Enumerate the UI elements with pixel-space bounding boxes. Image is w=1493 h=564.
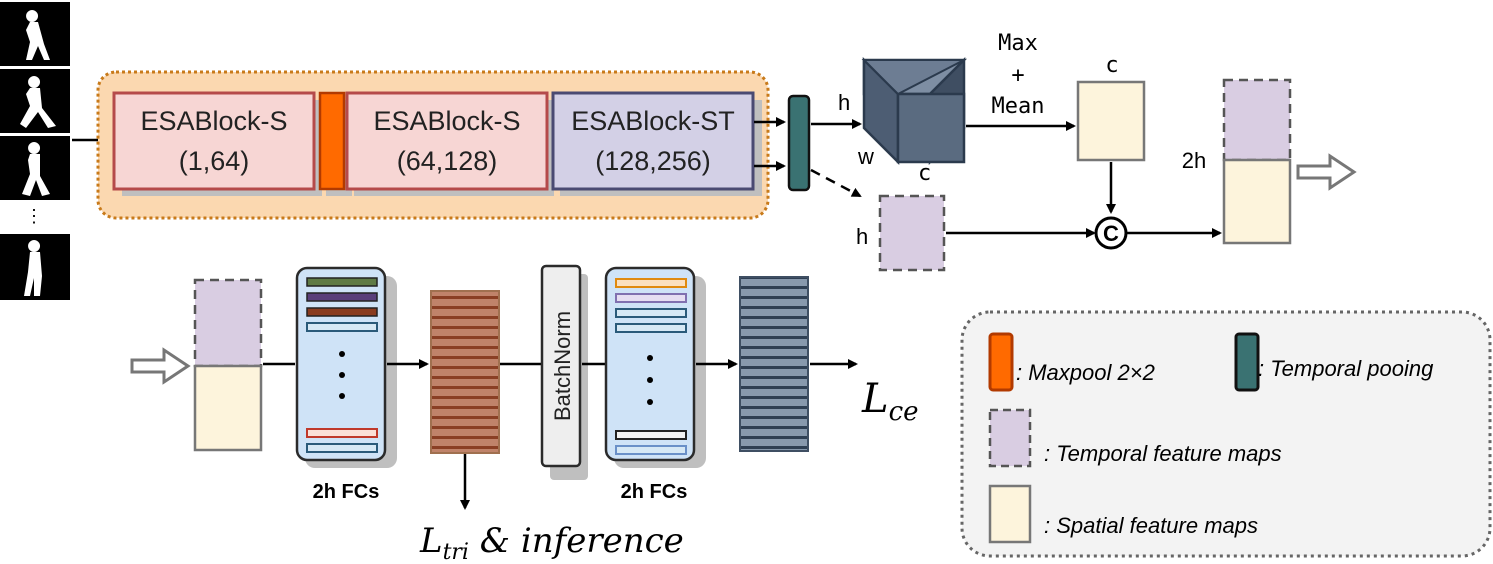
embedding-feature-brown (430, 290, 500, 454)
legend-maxpool-text: : Maxpool 2×2 (1016, 360, 1155, 385)
label-c: c (918, 161, 931, 186)
label-w: w (857, 144, 874, 169)
esablock-st: ESABlock-ST (128,256) (551, 91, 755, 191)
block-name: ESABlock-ST (571, 106, 735, 136)
dashed-arrow (810, 168, 862, 198)
label-h: h (838, 90, 850, 115)
block-channels: (1,64) (179, 146, 250, 176)
temporal-feature-map (878, 194, 946, 272)
temporal-feature-map (193, 278, 263, 368)
pool-label-max: Max (998, 31, 1038, 56)
hollow-arrow-icon (1296, 153, 1357, 191)
legend-spatial-maps-swatch (988, 484, 1032, 544)
pool-label-mean: Mean (992, 94, 1045, 119)
label-c-spatial: c (1105, 53, 1118, 78)
block-channels: (128,256) (595, 146, 711, 176)
fc-panel-2 (604, 266, 706, 468)
temporal-feature-map (1222, 78, 1292, 162)
legend-temporal-maps-text: : Temporal feature maps (1044, 441, 1282, 466)
silhouette-frame-icon (0, 136, 70, 200)
maxpool-block (318, 91, 346, 191)
block-channels: (64,128) (397, 146, 498, 176)
ellipsis-vertical: ⋮ (25, 206, 43, 226)
spatial-feature-map (1076, 80, 1146, 162)
label-h-temporal: h (856, 224, 868, 249)
feature-cube (861, 56, 968, 166)
hollow-arrow-icon (130, 347, 191, 385)
input-silhouette-frames: ⋮ (0, 2, 70, 300)
spatial-feature-map (193, 364, 263, 452)
fc-label-2: 2h FCs (621, 481, 688, 503)
esablock-s-2: ESABlock-S (64,128) (345, 91, 549, 191)
label-2h: 2h (1182, 148, 1206, 173)
concat-symbol (1094, 216, 1128, 250)
batchnorm-block (540, 264, 582, 468)
loss-tri-label: Ltri & inference (419, 521, 684, 564)
silhouette-frame-icon (0, 2, 70, 66)
logits-feature-gray (739, 276, 809, 452)
legend-temporal-pooling-text: : Temporal pooing (1258, 356, 1434, 381)
legend-temporal-maps-swatch (988, 408, 1032, 468)
concat-label: C (1103, 221, 1119, 246)
batchnorm-label: BatchNorm (550, 311, 575, 421)
legend-maxpool-swatch (988, 332, 1014, 392)
legend-spatial-maps-text: : Spatial feature maps (1044, 513, 1258, 538)
temporal-pooling-block (787, 94, 811, 192)
pool-label-plus: + (1011, 63, 1024, 88)
block-name: ESABlock-S (373, 106, 520, 136)
esablock-s-1: ESABlock-S (1,64) (112, 91, 316, 191)
spatial-feature-map (1222, 158, 1292, 245)
silhouette-frame-icon (0, 234, 70, 300)
block-name: ESABlock-S (140, 106, 287, 136)
silhouette-frame-icon (0, 69, 70, 133)
loss-ce-label: Lce (861, 376, 919, 427)
legend-panel: : Maxpool 2×2 : Temporal pooing : Tempor… (960, 310, 1492, 558)
fc-label-1: 2h FCs (313, 481, 380, 503)
fc-panel-1 (295, 266, 397, 468)
legend-temporal-pooling-swatch (1234, 332, 1260, 392)
